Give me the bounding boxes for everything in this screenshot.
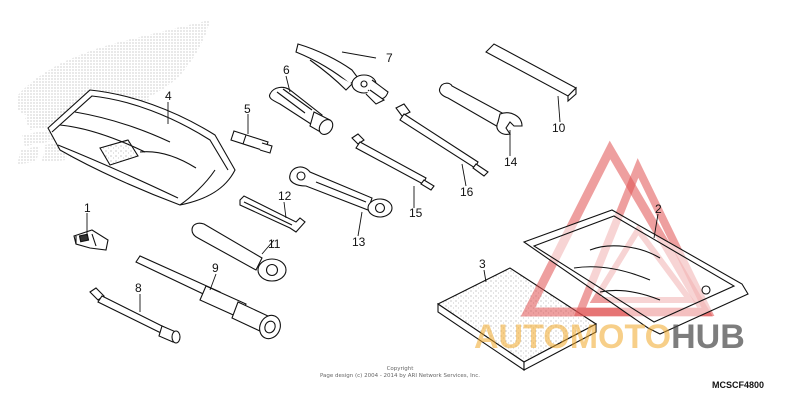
diagram-code: MCSCF4800: [712, 380, 765, 390]
callout-16: 16: [460, 185, 474, 199]
part-owner-manual-3: [436, 267, 598, 372]
watermark-part2: MOTO: [569, 318, 672, 356]
callout-5: 5: [244, 102, 251, 116]
part-flat-bar-10: [485, 43, 577, 103]
part-box-wrench-13: [289, 166, 393, 218]
watermark-logo-text: AUTOMOTOHUB: [474, 318, 745, 357]
callout-13: 13: [352, 235, 366, 249]
callout-8: 8: [135, 281, 142, 295]
callout-3: 3: [479, 257, 486, 271]
part-extension-bar-8: [89, 287, 181, 344]
callout-2: 2: [655, 202, 662, 216]
part-screwdriver-15: [351, 133, 435, 191]
part-tool-bag-flat-2: [522, 209, 749, 335]
part-screwdriver-bit-5: [230, 130, 273, 154]
callout-6: 6: [283, 63, 290, 77]
part-open-wrench-14: [438, 82, 523, 135]
callout-10: 10: [552, 121, 566, 135]
part-hex-key-12: [239, 195, 306, 233]
part-clip-1: [73, 229, 109, 251]
watermark-part1: AUTO: [474, 318, 570, 356]
watermark-part3: HUB: [671, 318, 745, 356]
callout-7: 7: [386, 51, 393, 65]
callout-14: 14: [504, 155, 518, 169]
copyright-notice: Copyright Page design (c) 2004 - 2014 by…: [300, 366, 500, 380]
callout-12: 12: [278, 189, 292, 203]
copyright-line-2: Page design (c) 2004 - 2014 by ARI Netwo…: [319, 373, 481, 379]
part-socket-wrench-9: [135, 255, 281, 340]
callout-1: 1: [84, 201, 91, 215]
part-tool-bag-4: [47, 89, 236, 206]
callout-11: 11: [268, 237, 281, 251]
callout-9: 9: [212, 261, 219, 275]
part-ring-wrench-11: [191, 222, 287, 282]
callout-15: 15: [409, 206, 423, 220]
callout-4: 4: [165, 89, 172, 103]
part-screwdriver-16: [395, 103, 489, 177]
part-pliers-7: [295, 43, 389, 105]
leader-lines: [86, 51, 659, 312]
part-screwdriver-handle-6: [268, 86, 334, 135]
copyright-line-1: Copyright: [386, 366, 414, 372]
